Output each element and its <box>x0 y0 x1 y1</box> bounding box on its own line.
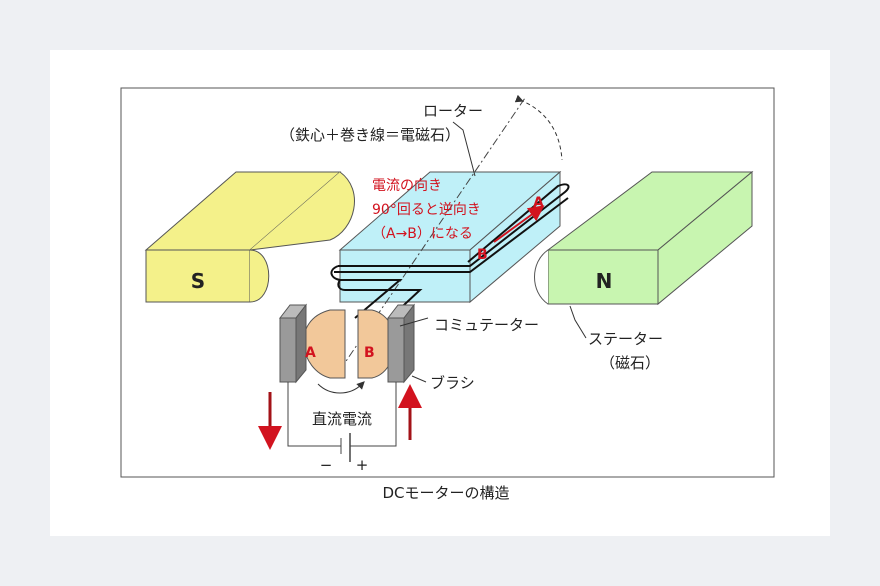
magnet-s <box>144 171 355 303</box>
commutator-label: コミュテーター <box>434 316 539 334</box>
circuit-wire <box>287 382 397 462</box>
coil-label-a: A <box>533 195 544 211</box>
current-arrow <box>493 205 545 243</box>
current-note-3: （A→B）になる <box>372 226 473 242</box>
magnet-n <box>534 170 754 306</box>
coil-winding <box>330 183 570 319</box>
rotor-sub-label: （鉄心＋巻き線＝電磁石） <box>280 126 460 144</box>
coil-label-b: B <box>477 247 488 263</box>
rotation-arrow <box>514 94 563 161</box>
commutator-a <box>303 309 346 379</box>
pole-n-label: N <box>596 269 613 293</box>
rotor-label: ローター <box>423 102 483 120</box>
dc-current-label: 直流電流 <box>312 410 372 428</box>
commutation-arrow <box>317 381 365 394</box>
figure-caption: DCモーターの構造 <box>382 484 509 502</box>
stator-label: ステーター <box>588 330 663 348</box>
pole-s-label: S <box>191 269 205 293</box>
diagram-frame <box>120 87 775 478</box>
current-note-1: 電流の向き <box>372 178 442 194</box>
brush-label: ブラシ <box>430 374 475 392</box>
brush-left <box>278 303 308 384</box>
minus-terminal: − <box>320 456 333 474</box>
brush-right <box>386 303 416 384</box>
stator-sub-label: （磁石） <box>600 354 660 372</box>
plus-terminal: + <box>356 456 369 474</box>
segment-b-label: B <box>364 345 375 361</box>
leader-lines <box>399 121 587 383</box>
current-note-2: 90°回ると逆向き <box>372 202 481 218</box>
segment-a-label: A <box>305 345 316 361</box>
